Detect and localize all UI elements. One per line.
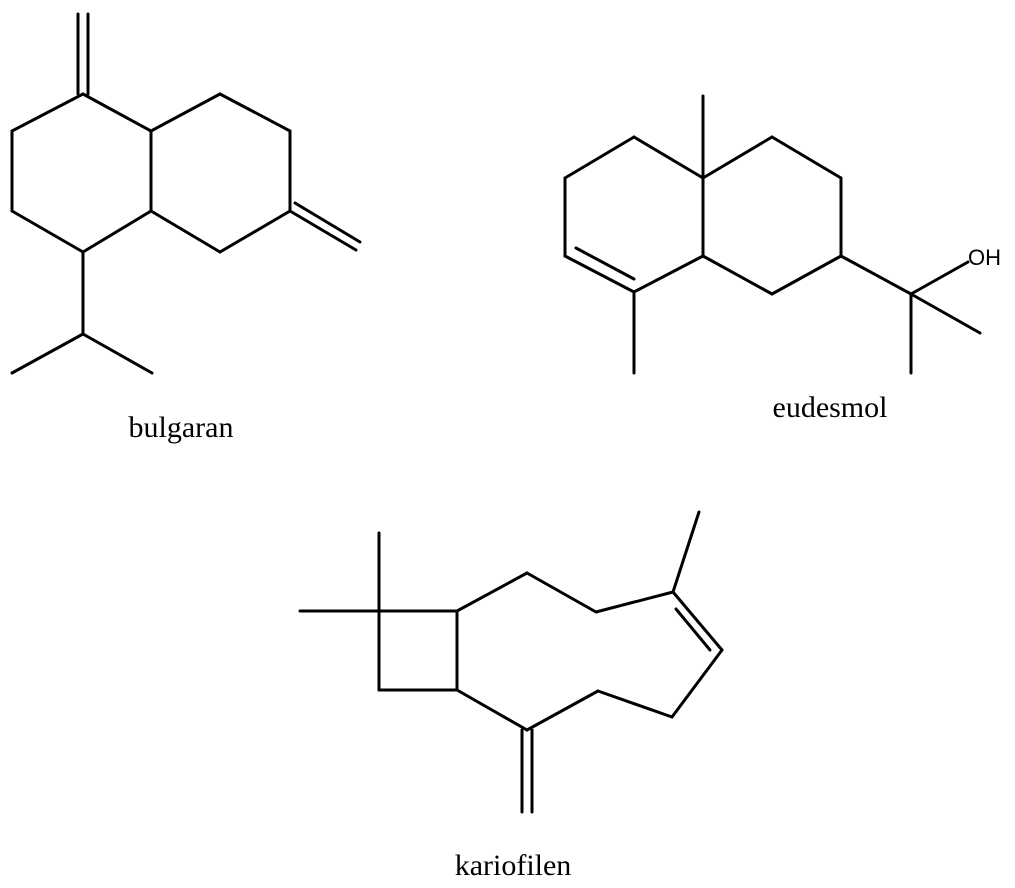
bond — [81, 332, 154, 375]
bond — [10, 332, 85, 375]
bond — [671, 590, 724, 652]
molecule-name-kariofilen: kariofilen — [455, 849, 572, 882]
bond — [149, 209, 222, 254]
bond — [525, 689, 600, 732]
bond — [594, 590, 675, 614]
bond — [455, 571, 529, 613]
bond — [670, 648, 724, 719]
bond — [563, 254, 636, 294]
bond — [10, 209, 85, 254]
molecule-name-eudesmol: eudesmol — [773, 391, 888, 424]
atom-label-oh: OH — [968, 245, 1001, 270]
molecule-eudesmol — [563, 94, 982, 375]
bond — [563, 135, 636, 180]
bond — [701, 135, 774, 180]
bond — [671, 510, 701, 594]
bond — [839, 254, 913, 296]
bond — [525, 571, 598, 614]
bond — [81, 92, 153, 133]
bond — [455, 688, 529, 732]
bond — [632, 254, 705, 294]
molecule-name-bulgaran: bulgaran — [129, 411, 234, 444]
bond — [288, 209, 358, 252]
bond — [909, 292, 982, 335]
bond — [596, 689, 674, 719]
bond — [81, 209, 153, 254]
bond — [909, 260, 970, 296]
bond — [770, 135, 843, 180]
bond — [10, 92, 85, 133]
bond — [218, 92, 292, 133]
molecule-bulgaran — [10, 12, 362, 375]
bond — [293, 201, 362, 244]
bond — [701, 254, 774, 296]
bond — [770, 254, 843, 296]
bond — [149, 92, 222, 133]
bond — [674, 607, 712, 652]
molecule-kariofilen — [298, 510, 724, 814]
bond — [574, 246, 636, 281]
bond — [632, 135, 705, 180]
bond — [218, 209, 292, 254]
